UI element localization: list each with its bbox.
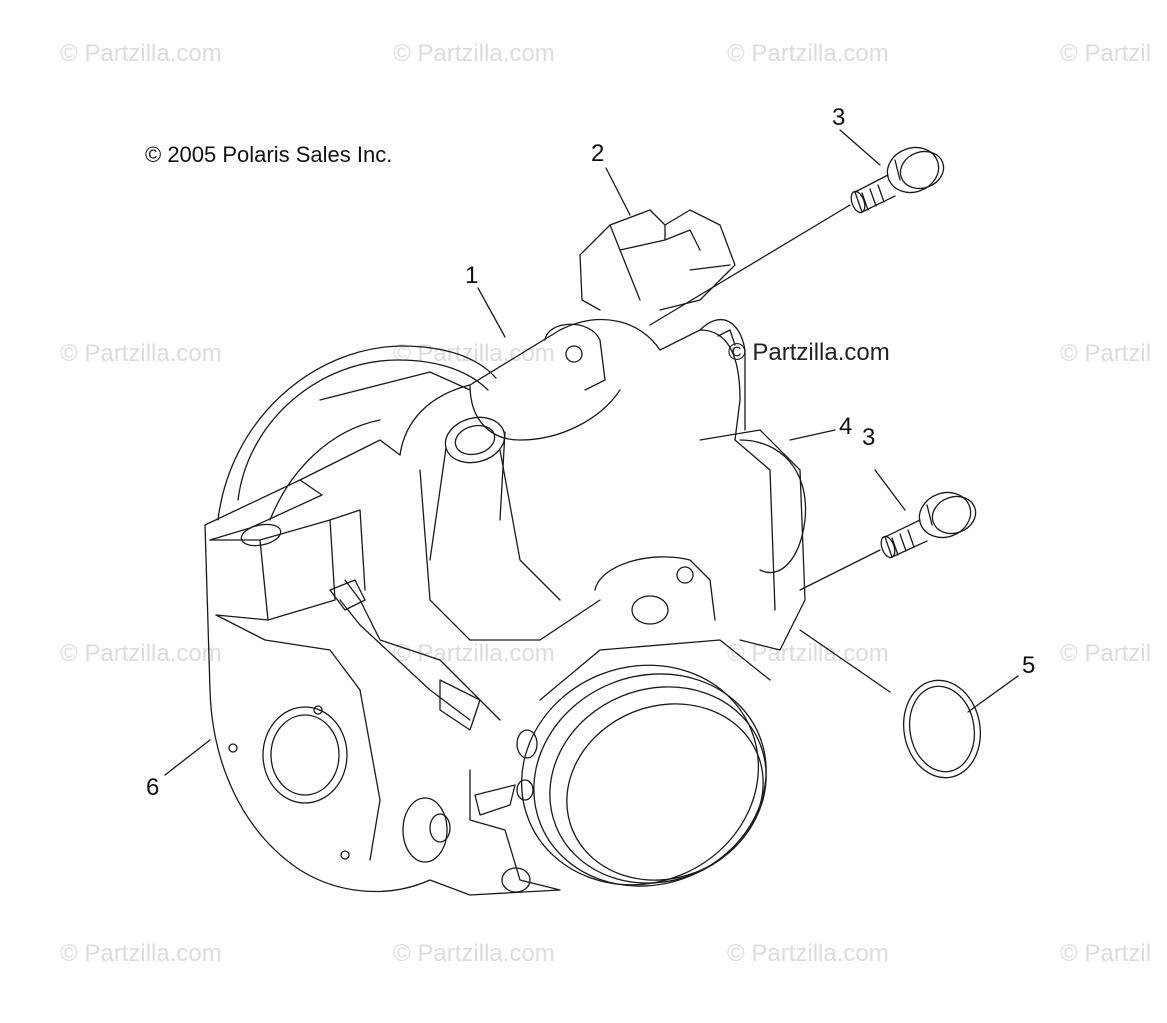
watermark: © Partzilla.com	[60, 40, 222, 67]
connector-part2	[579, 209, 736, 311]
watermark: © Partzilla.com	[727, 40, 889, 67]
callout-5: 5	[1022, 652, 1036, 679]
leader-line-3b	[874, 469, 906, 511]
housing-part4	[699, 319, 807, 574]
watermark: © Partzilla.com	[60, 940, 222, 967]
watermark: © Partzilla.com	[727, 940, 889, 967]
throttle-body	[204, 318, 806, 896]
callout-3-lower: 3	[862, 424, 876, 451]
copyright-notice: © 2005 Polaris Sales Inc.	[145, 142, 393, 167]
callout-2: 2	[591, 140, 605, 167]
watermark: © Partzilla.com	[60, 640, 222, 667]
rear-flange	[217, 345, 497, 521]
callout-6: 6	[146, 774, 160, 801]
watermark: © Partzilla.com	[727, 640, 889, 667]
o-ring-part5	[902, 679, 982, 779]
callout-1: 1	[465, 262, 479, 289]
watermark: © Partzil	[1060, 640, 1152, 667]
watermark: © Partzilla.com	[393, 940, 555, 967]
leader-line-1	[477, 287, 506, 338]
assembly-line	[649, 204, 851, 326]
center-watermark: © Partzilla.com	[728, 339, 890, 366]
screw-upper	[850, 146, 945, 214]
leader-line-6	[164, 739, 211, 776]
leader-line-3a	[839, 129, 881, 166]
callout-4: 4	[839, 413, 853, 440]
callout-3-upper: 3	[832, 104, 846, 131]
watermark: © Partzilla.com	[393, 40, 555, 67]
leader-line-5	[967, 675, 1019, 713]
assembly-line	[799, 549, 881, 591]
screw-lower	[880, 491, 977, 559]
watermark: © Partzilla.com	[60, 340, 222, 367]
watermark: © Partzilla.com	[393, 340, 555, 367]
leader-line-4	[789, 429, 836, 441]
leader-line-2	[605, 167, 631, 216]
watermark: © Partzil	[1060, 40, 1152, 67]
watermark: © Partzil	[1060, 940, 1152, 967]
assembly-line	[799, 629, 891, 693]
watermark: © Partzil	[1060, 340, 1152, 367]
